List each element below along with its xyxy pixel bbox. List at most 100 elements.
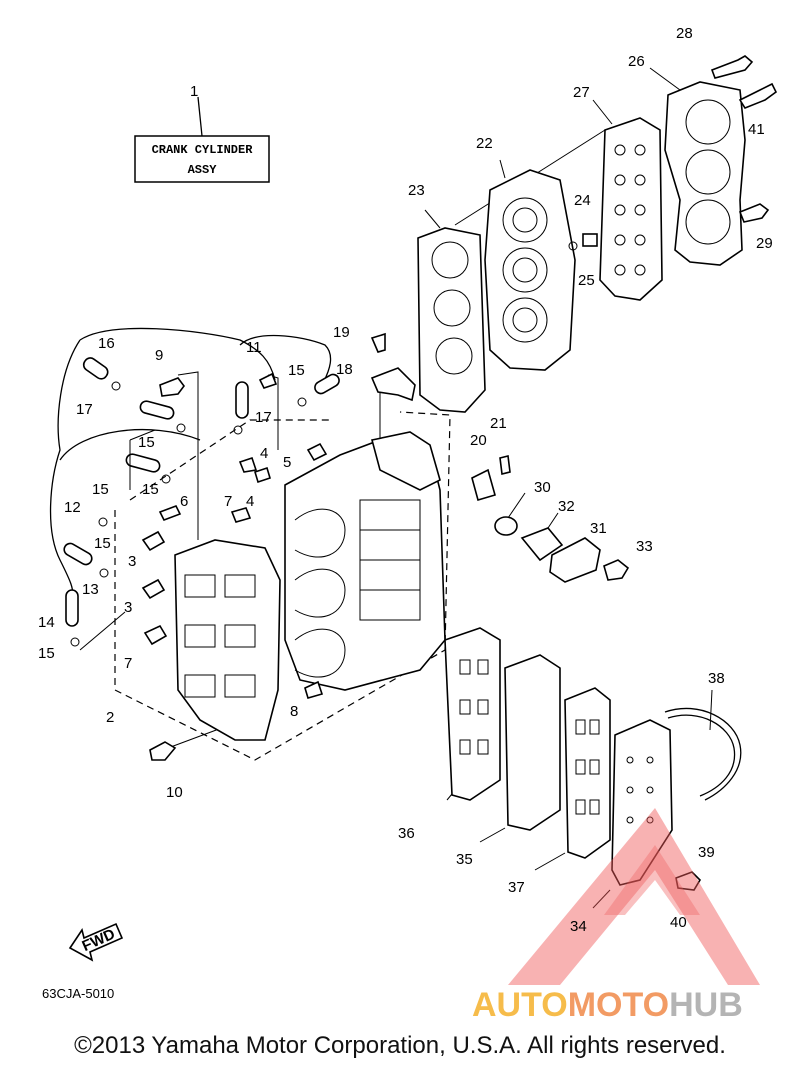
callout-25: 25	[578, 272, 595, 289]
hose-routing	[49, 327, 340, 627]
cylinder-block	[284, 431, 446, 691]
callout-15: 15	[92, 481, 109, 498]
sensor-41	[738, 82, 778, 109]
callout-26: 26	[628, 53, 645, 70]
pin-6	[158, 504, 182, 522]
callout-32: 32	[558, 498, 575, 515]
callout-4: 4	[260, 445, 268, 462]
callout-6: 6	[180, 493, 188, 510]
callout-11: 11	[246, 339, 262, 356]
callout-33: 33	[636, 538, 653, 555]
callout-20: 20	[470, 432, 487, 449]
cylinder-head	[484, 169, 576, 371]
assembly-title-line2: ASSY	[188, 163, 218, 177]
gasket-36	[444, 627, 501, 801]
misc-brackets	[370, 332, 511, 501]
thermostat-group	[494, 516, 630, 583]
watermark-hub: HUB	[669, 986, 743, 1024]
hose-38	[664, 707, 742, 801]
bolt-40	[675, 871, 702, 891]
gasket-32	[520, 527, 564, 562]
small-fittings	[568, 55, 778, 251]
bolt-28	[710, 55, 754, 79]
watermark-moto: MOTO	[568, 986, 669, 1024]
callout-15: 15	[138, 434, 155, 451]
callout-13: 13	[82, 581, 99, 598]
callout-16: 16	[98, 335, 115, 352]
plate-35	[504, 654, 561, 831]
callout-2: 2	[106, 709, 114, 726]
callout-17: 17	[255, 409, 272, 426]
copyright-notice: ©2013 Yamaha Motor Corporation, U.S.A. A…	[74, 1032, 726, 1059]
assembly-title-line1: CRANK CYLINDER	[152, 143, 254, 157]
left-fasteners	[141, 372, 328, 761]
hose-clamps	[70, 381, 307, 647]
callout-9: 9	[155, 347, 163, 364]
hose-14	[65, 589, 79, 627]
cylinder-head-cover	[664, 81, 746, 266]
callout-14: 14	[38, 614, 55, 631]
bolt-10	[149, 741, 177, 761]
callout-24: 24	[574, 192, 591, 209]
callout-10: 10	[166, 784, 183, 801]
fitting-5	[306, 442, 328, 462]
diagram-code: 63CJA-5010	[42, 986, 114, 1001]
bolt-8	[304, 680, 324, 699]
callout-8: 8	[290, 703, 298, 720]
bolt-33	[603, 559, 630, 581]
hose-mid	[125, 453, 161, 473]
callout-labels: 1 2 3 3 4 4 5 6 7 7 8 9 10 11 12 13 14 1…	[38, 25, 773, 935]
plate-20	[471, 468, 496, 501]
fwd-label: FWD	[80, 926, 118, 955]
fitting-7a	[238, 456, 258, 473]
watermark-triangle-logo	[508, 808, 760, 985]
svg-text:AUTOMOTOHUB: AUTOMOTOHUB	[472, 986, 743, 1024]
callout-37: 37	[508, 879, 525, 896]
washer-25	[568, 241, 578, 251]
hose-11	[235, 381, 249, 419]
hose-12	[63, 542, 93, 566]
callout-31: 31	[590, 520, 607, 537]
head-gasket	[417, 227, 486, 413]
callout-15: 15	[142, 481, 159, 498]
callout-3: 3	[128, 553, 136, 570]
callout-15: 15	[38, 645, 55, 662]
watermark-auto: AUTO	[472, 986, 568, 1024]
pin-4a	[254, 466, 271, 484]
bolt-19	[370, 332, 386, 353]
callout-36: 36	[398, 825, 415, 842]
callout-22: 22	[476, 135, 493, 152]
callout-17: 17	[76, 401, 93, 418]
callout-1: 1	[190, 83, 198, 100]
assembly-outline	[114, 411, 451, 761]
callout-5: 5	[283, 454, 291, 471]
fitting-3b	[141, 578, 166, 600]
callout-34: 34	[570, 918, 587, 935]
head-cover-gasket	[599, 117, 663, 301]
callout-30: 30	[534, 479, 551, 496]
callout-7: 7	[224, 493, 232, 510]
callout-18: 18	[336, 361, 353, 378]
hose-15-top	[314, 373, 340, 395]
callout-7: 7	[124, 655, 132, 672]
cover-31	[549, 537, 601, 583]
callout-15: 15	[288, 362, 305, 379]
callout-29: 29	[756, 235, 773, 252]
callout-28: 28	[676, 25, 693, 42]
callout-12: 12	[64, 499, 81, 516]
bracket-18	[370, 367, 416, 402]
callout-19: 19	[333, 324, 350, 341]
automotohub-watermark: AUTOMOTOHUB	[472, 808, 760, 1024]
callout-23: 23	[408, 182, 425, 199]
callout-27: 27	[573, 84, 590, 101]
thermostat-30	[494, 516, 518, 536]
screw-21	[499, 455, 511, 475]
anode-24	[582, 233, 598, 247]
callout-3: 3	[124, 599, 132, 616]
hose-16	[82, 357, 109, 380]
assembly-title-box: CRANK CYLINDER ASSY	[134, 96, 270, 183]
bolt-29	[738, 203, 770, 223]
fitting-7b	[143, 624, 168, 646]
callout-35: 35	[456, 851, 473, 868]
